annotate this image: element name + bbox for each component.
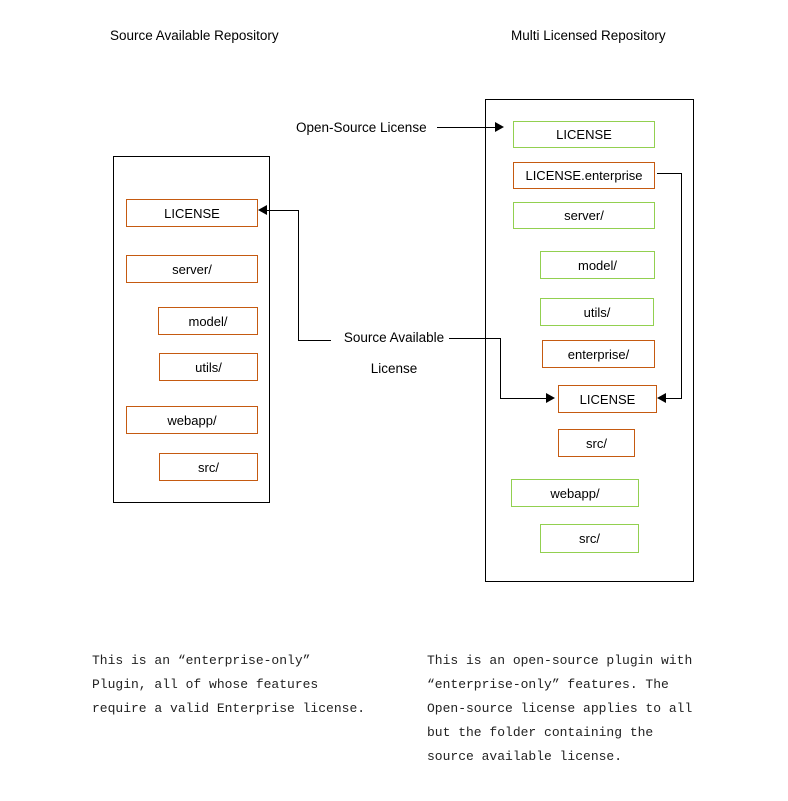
arrow-line: [449, 338, 501, 339]
source-available-license-label: Source Available: [331, 330, 457, 345]
right-repo-box: LICENSE LICENSE.enterprise server/ model…: [485, 99, 694, 582]
right-folder-enterprise: enterprise/: [542, 340, 655, 368]
arrowhead-right-icon: [495, 122, 504, 132]
right-file-license: LICENSE: [513, 121, 655, 148]
right-repo-caption: This is an open-source plugin with “ente…: [427, 653, 693, 764]
arrowhead-left-icon: [657, 393, 666, 403]
left-file-license: LICENSE: [126, 199, 258, 227]
left-folder-src: src/: [159, 453, 258, 481]
right-folder-webapp: webapp/: [511, 479, 639, 507]
right-folder-model: model/: [540, 251, 655, 279]
left-folder-model: model/: [158, 307, 258, 335]
arrow-line: [437, 127, 496, 128]
right-folder-src-enterprise: src/: [558, 429, 635, 457]
arrowhead-right-icon: [546, 393, 555, 403]
source-available-license-label-line2: License: [331, 361, 457, 376]
right-folder-src: src/: [540, 524, 639, 553]
arrowhead-left-icon: [258, 205, 267, 215]
arrow-line: [666, 398, 681, 399]
arrow-line: [298, 210, 299, 341]
left-folder-utils: utils/: [159, 353, 258, 381]
right-file-license-enterprise: LICENSE.enterprise: [513, 162, 655, 189]
right-folder-utils: utils/: [540, 298, 654, 326]
arrow-line: [657, 173, 681, 174]
left-repo-title: Source Available Repository: [110, 28, 279, 43]
open-source-license-label: Open-Source License: [293, 120, 430, 135]
arrow-line: [500, 398, 547, 399]
left-repo-caption: This is an “enterprise-only” Plugin, all…: [92, 653, 366, 716]
right-folder-server: server/: [513, 202, 655, 229]
right-repo-title: Multi Licensed Repository: [511, 28, 666, 43]
left-folder-server: server/: [126, 255, 258, 283]
arrow-line: [298, 340, 338, 341]
arrow-line: [265, 210, 298, 211]
arrow-line: [500, 338, 501, 399]
left-repo-box: LICENSE server/ model/ utils/ webapp/ sr…: [113, 156, 270, 503]
arrow-line: [681, 173, 682, 399]
left-folder-webapp: webapp/: [126, 406, 258, 434]
right-file-license-inner: LICENSE: [558, 385, 657, 413]
